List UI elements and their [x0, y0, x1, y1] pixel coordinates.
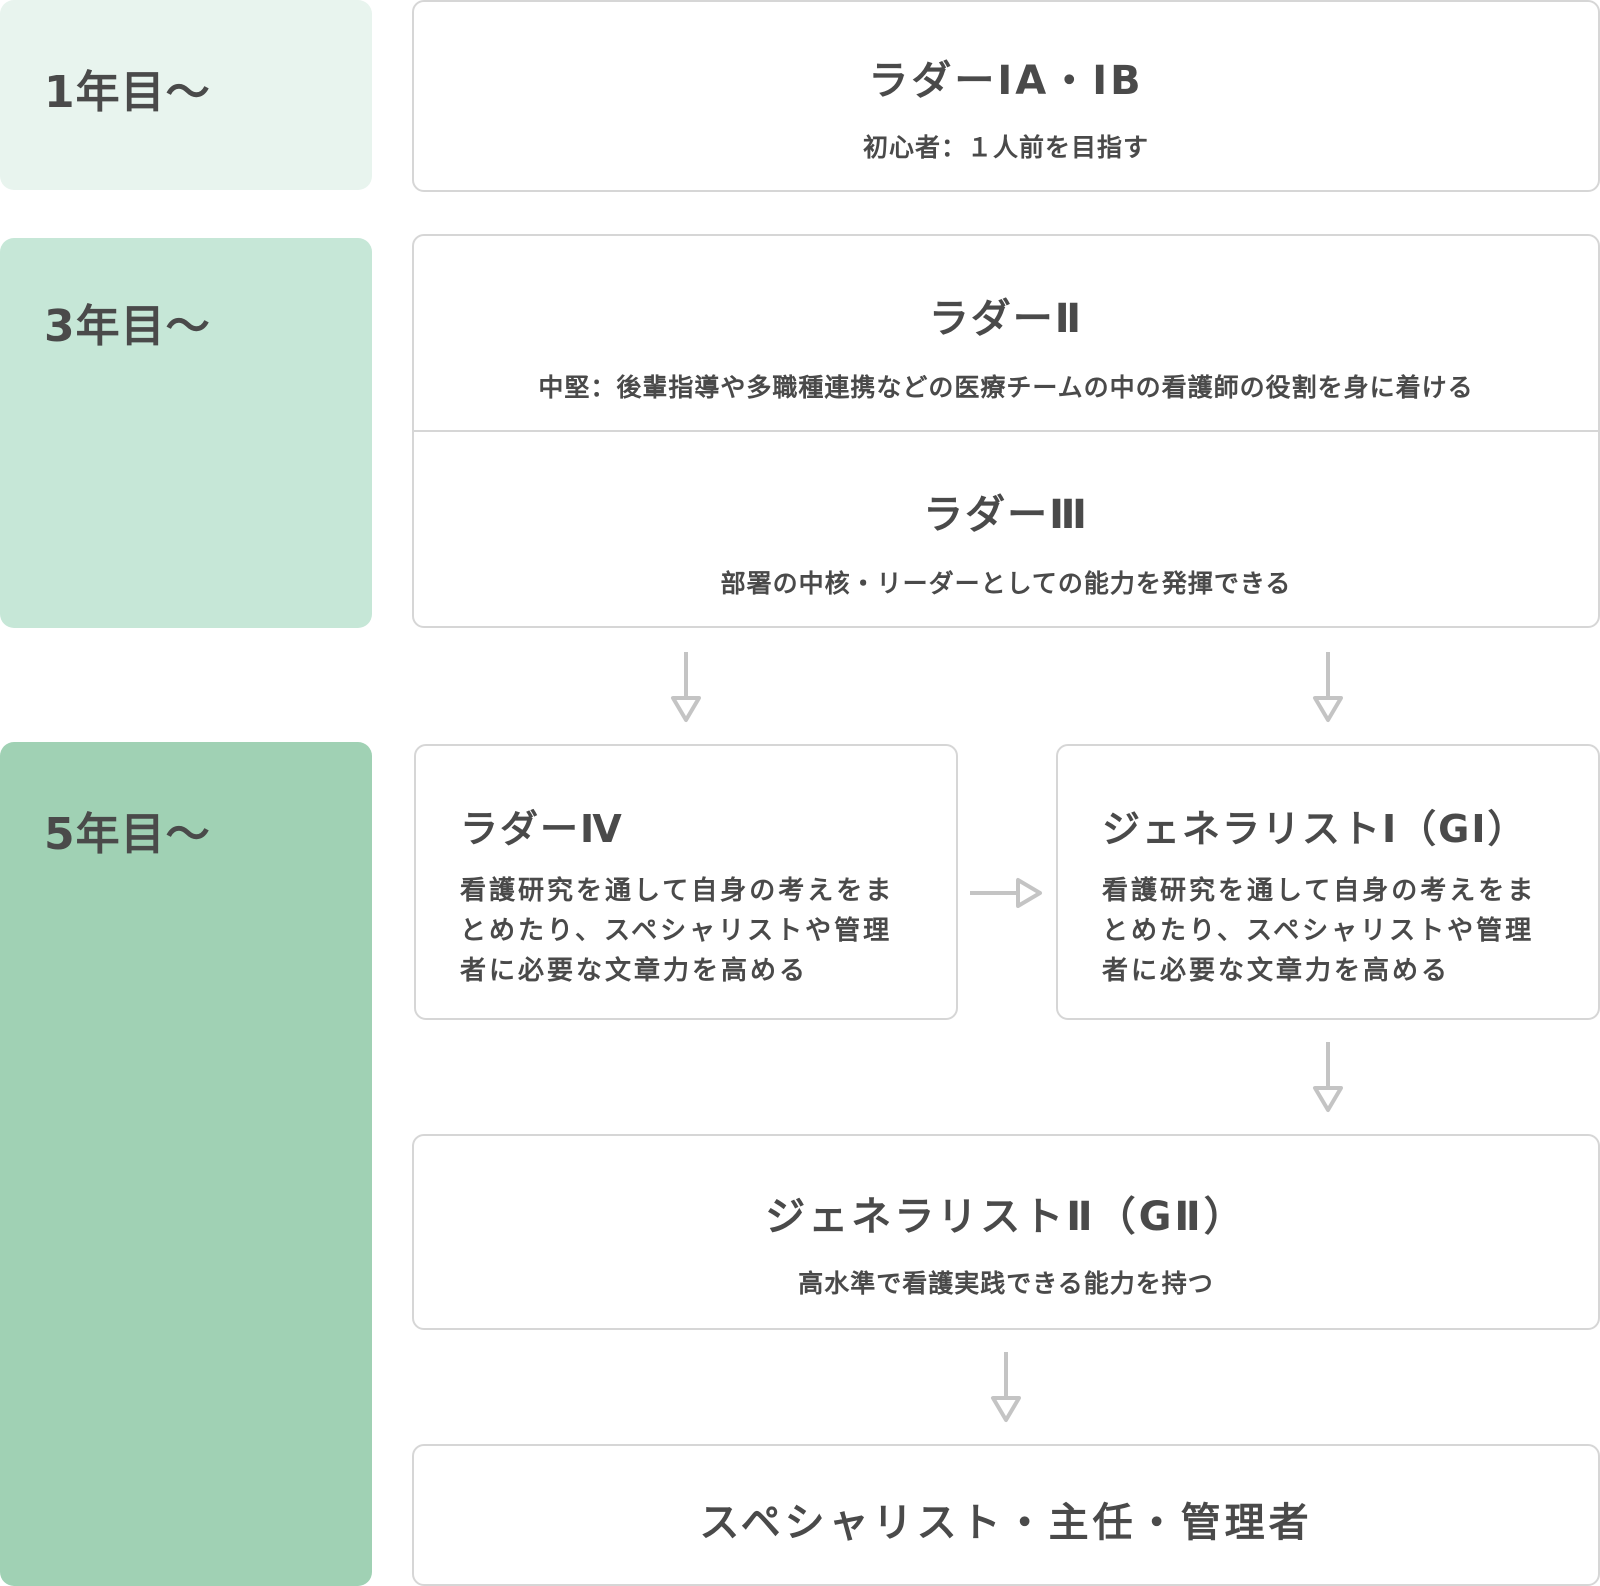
ladder-2-3-box: ラダーⅡ 中堅：後輩指導や多職種連携などの医療チームの中の看護師の役割を身に着け… — [412, 234, 1600, 628]
ladder-4-desc: 看護研究を通して自身の考えをま とめたり、スペシャリストや管理 者に必要な文章力… — [460, 871, 916, 991]
year-label-3: 3年目〜 — [0, 238, 372, 628]
ladder-1-desc: 初心者：１人前を目指す — [862, 133, 1149, 162]
generalist-2-box: ジェネラリストⅡ（GⅡ） 高水準で看護実践できる能力を持つ — [412, 1134, 1600, 1330]
arrow-down-icon — [1313, 652, 1343, 722]
final-role-box: スペシャリスト・主任・管理者 — [412, 1444, 1600, 1586]
generalist-1-desc-line: 看護研究を通して自身の考えをま — [1102, 876, 1537, 906]
ladder-3-desc: 部署の中核・リーダーとしての能力を発揮できる — [720, 569, 1292, 598]
year-text-5: 5年目〜 — [44, 809, 211, 860]
ladder-2-desc: 中堅：後輩指導や多職種連携などの医療チームの中の看護師の役割を身に着ける — [538, 373, 1474, 402]
arrow-down-icon — [991, 1352, 1021, 1422]
generalist-2-desc: 高水準で看護実践できる能力を持つ — [798, 1269, 1214, 1298]
generalist-1-desc-line: とめたり、スペシャリストや管理 — [1102, 916, 1535, 946]
ladder-3-title: ラダーⅢ — [923, 492, 1089, 538]
arrow-right-icon — [970, 878, 1042, 908]
generalist-1-title: ジェネラリストⅠ（GⅠ） — [1102, 807, 1528, 851]
ladder-4-desc-line: 者に必要な文章力を高める — [460, 956, 809, 986]
generalist-2-title: ジェネラリストⅡ（GⅡ） — [765, 1194, 1247, 1240]
arrow-down-icon — [1313, 1042, 1343, 1112]
ladder-2-section: ラダーⅡ 中堅：後輩指導や多職種連携などの医療チームの中の看護師の役割を身に着け… — [414, 236, 1598, 432]
ladder-4-desc-line: とめたり、スペシャリストや管理 — [460, 916, 893, 946]
generalist-1-desc: 看護研究を通して自身の考えをま とめたり、スペシャリストや管理 者に必要な文章力… — [1102, 871, 1558, 991]
ladder-1-title: ラダーⅠA・ⅠB — [868, 58, 1144, 104]
year-text-3: 3年目〜 — [44, 301, 211, 352]
arrow-down-icon — [671, 652, 701, 722]
ladder-4-box: ラダーⅣ 看護研究を通して自身の考えをま とめたり、スペシャリストや管理 者に必… — [414, 744, 958, 1020]
year-label-1: 1年目〜 — [0, 0, 372, 190]
final-role-title: スペシャリスト・主任・管理者 — [699, 1500, 1313, 1546]
ladder-3-section: ラダーⅢ 部署の中核・リーダーとしての能力を発揮できる — [414, 432, 1598, 626]
ladder-4-title: ラダーⅣ — [460, 807, 624, 851]
year-label-5: 5年目〜 — [0, 742, 372, 1586]
ladder-4-desc-line: 看護研究を通して自身の考えをま — [460, 876, 895, 906]
generalist-1-desc-line: 者に必要な文章力を高める — [1102, 956, 1451, 986]
ladder-2-title: ラダーⅡ — [928, 296, 1084, 342]
year-text-1: 1年目〜 — [44, 67, 211, 118]
ladder-1-box: ラダーⅠA・ⅠB 初心者：１人前を目指す — [412, 0, 1600, 192]
generalist-1-box: ジェネラリストⅠ（GⅠ） 看護研究を通して自身の考えをま とめたり、スペシャリス… — [1056, 744, 1600, 1020]
